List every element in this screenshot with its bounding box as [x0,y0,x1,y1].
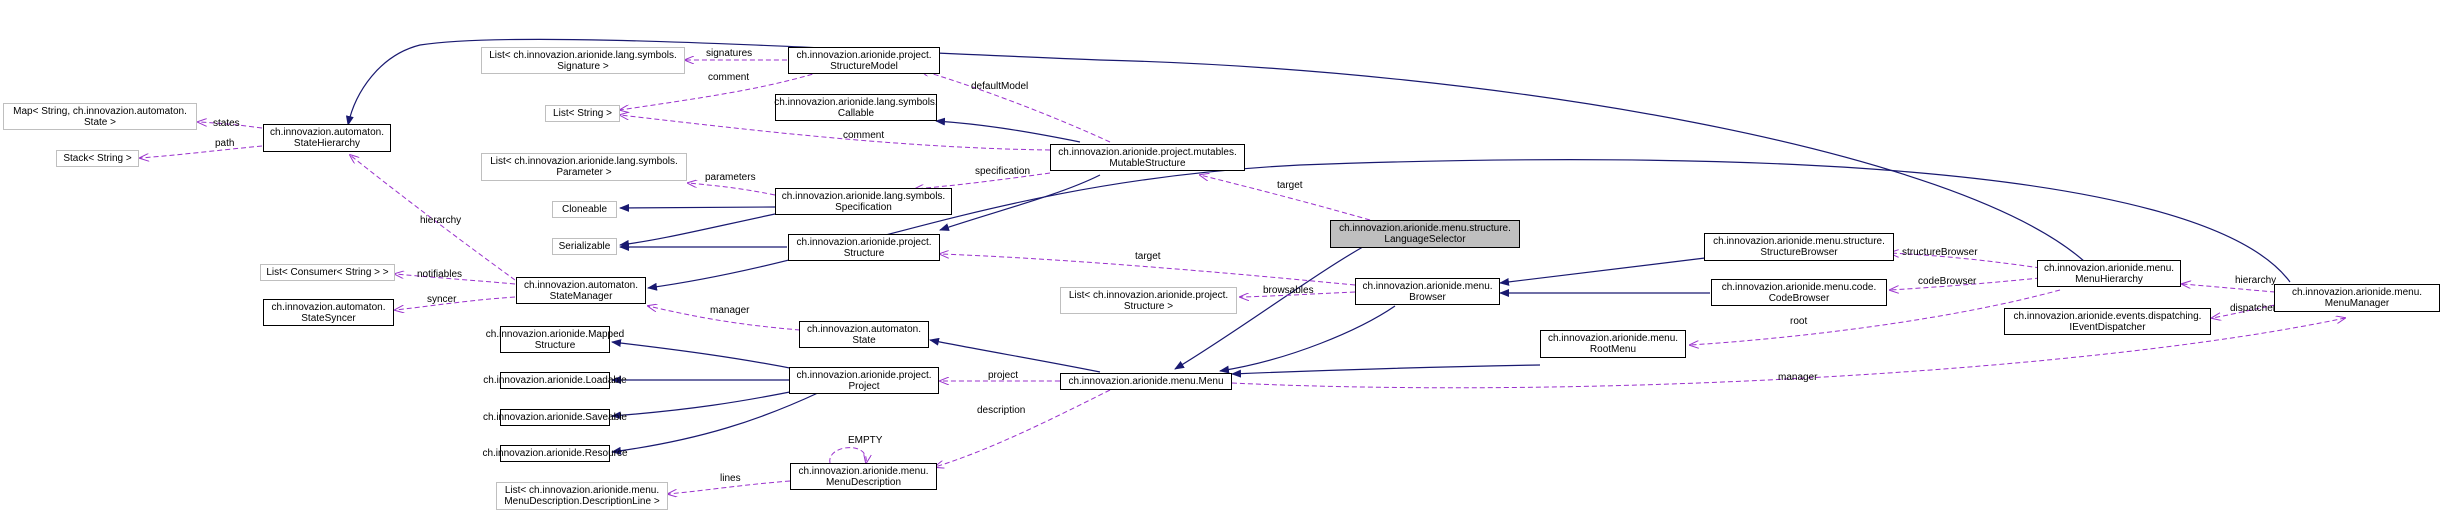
edge-label-root: root [1790,316,1807,327]
node-stack-string[interactable]: Stack< String > [56,150,139,167]
edge-label-manager-2: manager [1778,372,1818,383]
edge-menu-hierarchy-to-root-menu [1690,289,2061,345]
node-consumer-list[interactable]: List< Consumer< String > > [260,264,395,281]
edge-label-hierarchy: hierarchy [420,215,461,226]
node-code-browser[interactable]: ch.innovazion.arionide.menu.code. CodeBr… [1711,279,1887,306]
node-state-syncer[interactable]: ch.innovazion.automaton. StateSyncer [263,299,394,326]
node-state[interactable]: ch.innovazion.automaton. State [799,321,929,348]
node-list-string[interactable]: List< String > [545,105,620,122]
edge-menu-to-menu-manager [1231,318,2345,389]
node-description-lines[interactable]: List< ch.innovazion.arionide.menu. MenuD… [496,482,668,510]
node-menu-description[interactable]: ch.innovazion.arionide.menu. MenuDescrip… [790,463,937,490]
edge-state-to-state-manager [648,306,801,331]
node-structure-browser[interactable]: ch.innovazion.arionide.menu.structure. S… [1704,233,1894,261]
edge-menu-to-state [929,337,1101,373]
edge-menu-hierarchy-to-code-browser [1890,277,2041,290]
node-event-dispatcher[interactable]: ch.innovazion.arionide.events.dispatchin… [2004,308,2211,335]
node-state-hierarchy[interactable]: ch.innovazion.automaton. StateHierarchy [263,124,391,152]
edge-state-hierarchy-to-map [198,122,263,129]
edge-label-specification: specification [975,166,1030,177]
edge-menu-manager-to-menu-hierarchy [2182,284,2276,293]
node-mapped-structure[interactable]: ch.innovazion.arionide.Mapped Structure [486,326,624,353]
node-structure-list[interactable]: List< ch.innovazion.arionide.project. St… [1060,287,1237,314]
edge-project-to-resource [611,391,821,455]
edge-menu-description-self [829,447,867,463]
edge-label-comment: comment [708,72,749,83]
node-structure-model[interactable]: ch.innovazion.arionide.project. Structur… [788,47,940,74]
node-project[interactable]: ch.innovazion.arionide.project. Project [789,367,939,394]
edge-label-lines: lines [720,473,741,484]
edge-specification-to-cloneable [619,203,776,212]
node-serializable[interactable]: Serializable [552,238,617,255]
edge-label-hierarchy-2: hierarchy [2235,275,2276,286]
node-loadable[interactable]: ch.innovazion.arionide.Loadable [483,372,627,389]
edge-label-syncer: syncer [427,294,457,305]
edge-label-path: path [215,138,234,149]
edge-structure-browser-to-browser [1499,257,1706,286]
edge-label-dispatcher: dispatcher [2230,303,2277,314]
node-menu-manager[interactable]: ch.innovazion.arionide.menu. MenuManager [2274,284,2440,312]
edge-label-states: states [213,118,240,129]
edge-label-browsables: browsables [1263,285,1314,296]
edge-browser-to-structure [940,254,1356,286]
edge-label-empty: EMPTY [848,435,883,446]
edge-mutable-structure-to-list-string [620,115,1051,151]
node-menu-hierarchy[interactable]: ch.innovazion.arionide.menu. MenuHierarc… [2037,260,2181,287]
node-map-string-state[interactable]: Map< String, ch.innovazion.automaton. St… [3,103,197,130]
edge-menu-to-menu-description [935,389,1111,467]
node-callable[interactable]: ch.innovazion.arionide.lang.symbols. Cal… [774,94,938,121]
edge-language-selector-to-mutable-structure [1200,175,1371,221]
edge-label-default-model: defaultModel [971,81,1028,92]
edge-root-menu-to-menu [1231,364,1541,378]
edge-label-description: description [977,405,1025,416]
edge-label-manager: manager [710,305,750,316]
edge-label-parameters: parameters [705,172,756,183]
edge-label-code-browser: codeBrowser [1918,276,1977,287]
edge-menu-hierarchy-to-structure-browser [1890,253,2041,269]
edge-label-project: project [988,370,1018,381]
edge-browser-to-menu [1219,305,1396,374]
node-signature-list[interactable]: List< ch.innovazion.arionide.lang.symbol… [481,47,685,74]
edge-menu-manager-to-event-dispatcher [2212,304,2276,318]
node-cloneable[interactable]: Cloneable [552,201,617,218]
edge-specification-to-serializable [619,213,776,248]
node-saveable[interactable]: ch.innovazion.arionide.Saveable [483,409,627,426]
edge-label-signatures: signatures [706,48,752,59]
edge-browser-to-structure-list [1240,291,1356,297]
edge-mutable-structure-to-specification [915,172,1051,189]
edge-label-notifiables: notifiables [417,269,462,280]
edge-mutable-structure-to-callable [935,117,1081,143]
node-root-menu[interactable]: ch.innovazion.arionide.menu. RootMenu [1540,330,1686,358]
node-menu[interactable]: ch.innovazion.arionide.menu.Menu [1060,373,1232,390]
edge-state-manager-to-state-hierarchy [350,155,516,281]
edge-state-hierarchy-to-stack [140,145,263,158]
node-structure[interactable]: ch.innovazion.arionide.project. Structur… [788,234,940,261]
edge-state-manager-to-consumer-list [395,274,516,285]
edge-state-manager-to-state-syncer [395,296,516,310]
edge-label-target-2: target [1135,251,1161,262]
node-resource[interactable]: ch.innovazion.arionide.Resource [482,445,628,462]
edge-label-comment-2: comment [843,130,884,141]
edge-specification-to-param-list [688,183,776,196]
edge-label-target: target [1277,180,1303,191]
node-specification[interactable]: ch.innovazion.arionide.lang.symbols. Spe… [775,188,952,215]
node-browser[interactable]: ch.innovazion.arionide.menu. Browser [1355,278,1500,305]
node-language-selector[interactable]: ch.innovazion.arionide.menu.structure. L… [1330,220,1520,248]
edge-project-to-mapped-structure [611,339,801,371]
edge-label-structure-browser: structureBrowser [1902,247,1978,258]
edge-language-selector-to-menu [1174,242,1371,370]
edge-menu-hierarchy-to-state-hierarchy [345,38,2086,263]
edge-mutable-structure-to-structure [939,174,1101,231]
edge-menu-description-to-lines [668,480,791,494]
node-state-manager[interactable]: ch.innovazion.automaton. StateManager [516,277,646,304]
edge-project-to-saveable [611,389,801,420]
edge-mutable-structure-to-structure-model [920,70,1111,143]
node-parameter-list[interactable]: List< ch.innovazion.arionide.lang.symbol… [481,153,687,181]
node-mutable-structure[interactable]: ch.innovazion.arionide.project.mutables.… [1050,144,1245,171]
